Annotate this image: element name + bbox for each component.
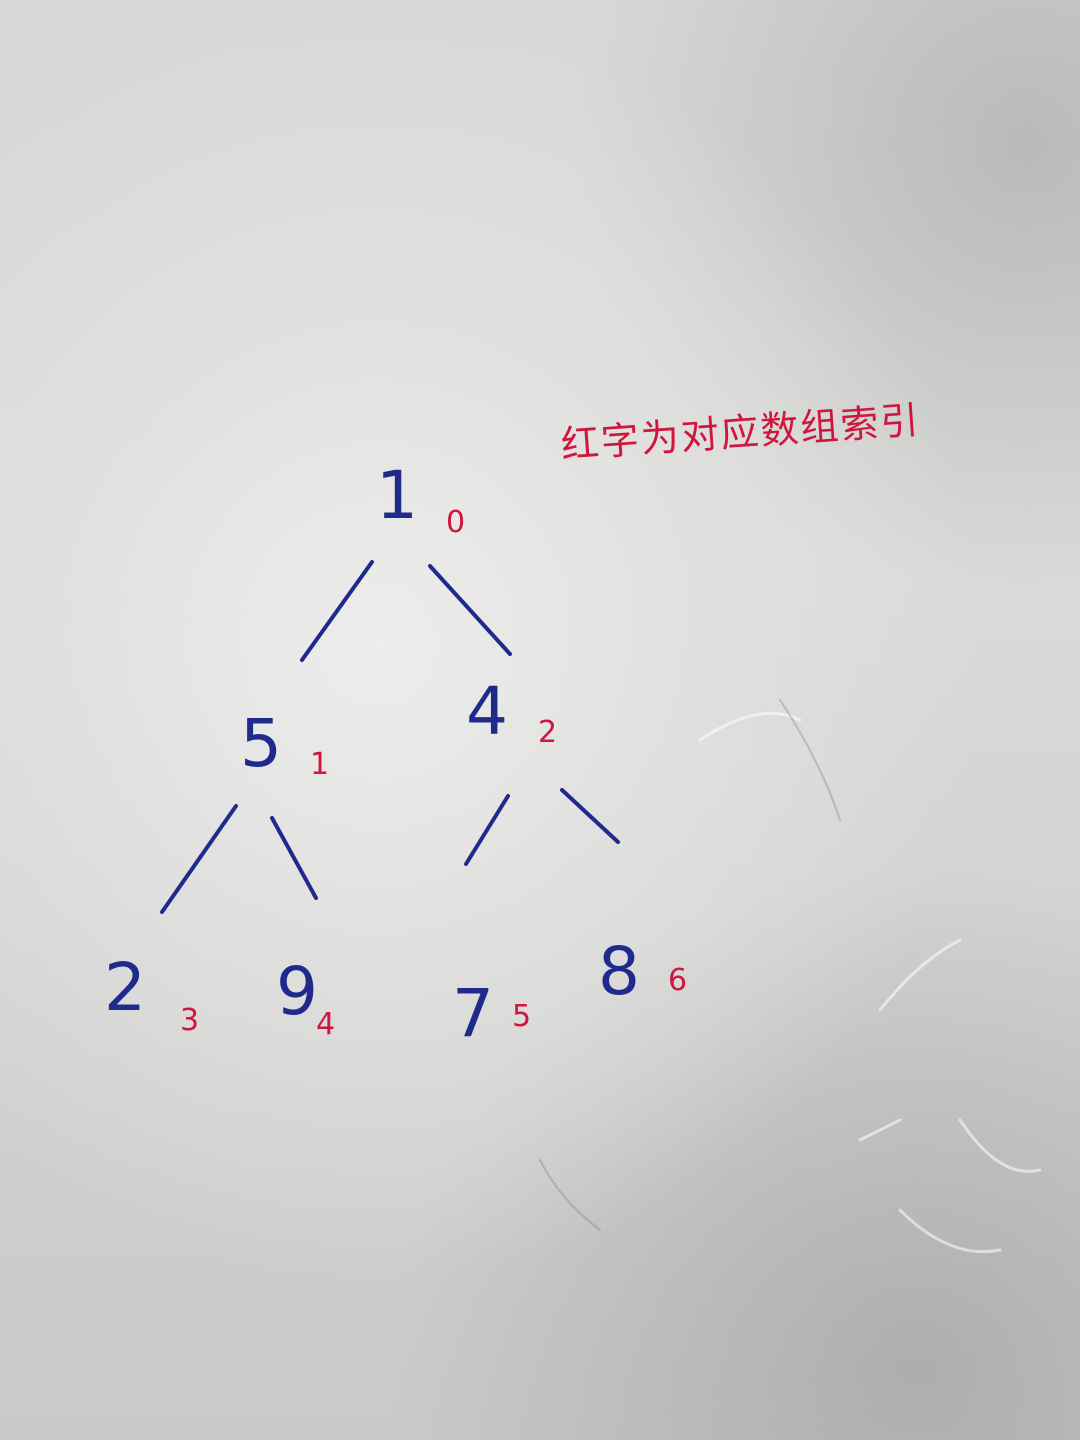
node-value: 1 <box>376 457 418 534</box>
edge-2-6 <box>560 788 620 844</box>
edge-2-5 <box>464 794 510 866</box>
node-index: 4 <box>316 1007 335 1042</box>
node-value: 9 <box>276 953 318 1030</box>
edge-0-1 <box>300 560 374 662</box>
node-index: 5 <box>512 999 531 1034</box>
node-index: 6 <box>668 963 687 998</box>
tree-indices: 0 1 2 3 4 5 6 <box>180 505 687 1042</box>
node-index: 0 <box>446 505 465 540</box>
tree-edges <box>160 560 620 914</box>
edge-1-4 <box>270 816 318 900</box>
annotation-note: 红字为对应数组索引 <box>560 398 922 467</box>
node-index: 3 <box>180 1003 199 1038</box>
node-value: 8 <box>598 933 640 1010</box>
paper-creases <box>539 699 1042 1254</box>
tree-nodes: 1 5 4 2 9 7 8 <box>104 457 640 1052</box>
node-index: 2 <box>538 715 557 750</box>
node-value: 4 <box>466 673 508 750</box>
node-index: 1 <box>310 747 329 782</box>
edge-1-3 <box>160 804 238 914</box>
node-value: 5 <box>240 705 282 782</box>
node-value: 7 <box>452 975 494 1052</box>
edge-0-2 <box>428 564 512 656</box>
node-value: 2 <box>104 949 146 1026</box>
